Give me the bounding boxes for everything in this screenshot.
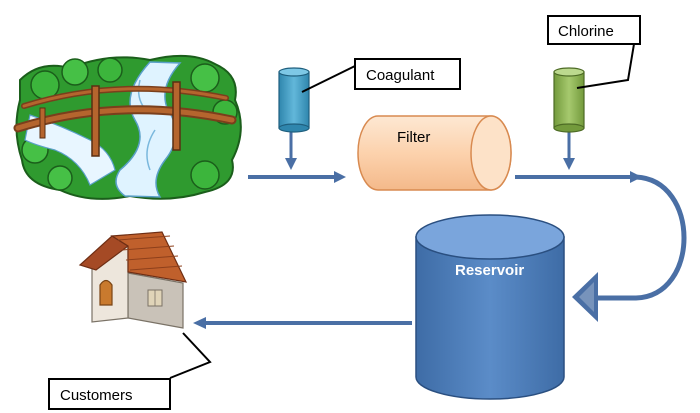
coagulant-tank <box>278 67 310 133</box>
chlorine-label-box: Chlorine <box>547 15 641 45</box>
customers-callout-line <box>169 332 212 379</box>
coagulant-callout-line <box>301 65 356 93</box>
pipe-source-to-filter <box>248 171 346 183</box>
pipe-filter-to-reservoir <box>515 171 687 322</box>
chlorine-tank <box>553 67 585 133</box>
reservoir-cylinder: Reservoir <box>415 214 565 400</box>
house-icon <box>78 231 188 329</box>
filter-cylinder: Filter <box>357 115 512 191</box>
chlorine-callout-line <box>576 43 635 89</box>
chlorine-label: Chlorine <box>558 23 614 40</box>
pipe-coagulant-feed <box>285 130 297 170</box>
reservoir-label: Reservoir <box>455 262 524 279</box>
coagulant-label: Coagulant <box>366 67 435 84</box>
filter-label: Filter <box>397 129 430 146</box>
pipe-chlorine-feed <box>563 130 575 170</box>
pipe-reservoir-to-customers <box>193 317 412 329</box>
coagulant-label-box: Coagulant <box>354 58 461 90</box>
river-bridge-icon <box>13 54 242 200</box>
customers-label-box: Customers <box>48 378 171 410</box>
customers-label: Customers <box>60 387 133 404</box>
